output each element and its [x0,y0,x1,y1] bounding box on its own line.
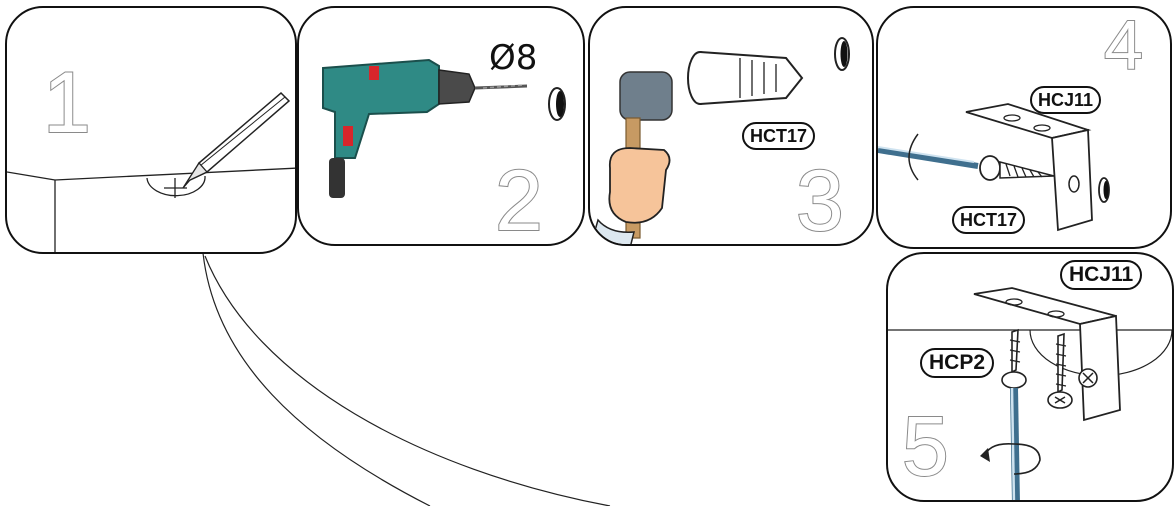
step-2-panel: Ø8 2 [297,6,585,246]
pencil-marking-illustration [7,8,297,254]
step-3-panel: HCT17 3 [588,6,874,246]
drill-illustration [299,8,585,246]
pencil-icon [183,93,289,188]
screw-icon [1079,369,1097,387]
step-4-panel: 4 HCJ11 HCT17 [876,6,1172,249]
screw-icon [980,156,1054,180]
screw-icon [1002,330,1026,388]
cabinet-screw-illustration [888,254,1174,502]
step-1-panel: 1 [5,6,297,254]
screwdriver-icon [1012,388,1016,502]
bracket-icon [974,288,1120,420]
wall-anchor-icon [688,52,802,104]
step-5-panel: HCJ11 HCP2 5 [886,252,1174,502]
hammer-anchor-illustration [590,8,874,246]
bracket-screw-illustration [878,8,1172,249]
drill-icon [323,60,527,198]
screwdriver-icon [878,134,978,180]
